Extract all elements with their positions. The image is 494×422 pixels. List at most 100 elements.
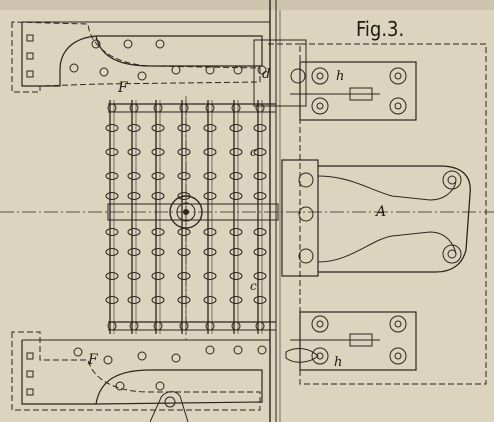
left-square-holes	[26, 34, 34, 396]
label-A: A	[374, 204, 386, 220]
roller-wheel	[229, 248, 243, 256]
shaft-bearing	[255, 103, 265, 113]
roller-wheel	[177, 296, 191, 304]
label-d: d	[262, 67, 270, 82]
roller-wheel	[127, 148, 141, 156]
roller-wheel	[253, 228, 267, 236]
shaft-bearing	[255, 321, 265, 331]
roller-wheel	[105, 296, 119, 304]
roller-wheel	[253, 272, 267, 280]
shaft-bearing	[231, 103, 241, 113]
square-hole	[26, 34, 34, 42]
center-lines	[0, 96, 494, 340]
roller-wheel	[177, 148, 191, 156]
roller-wheel	[177, 124, 191, 132]
roller-wheel	[177, 172, 191, 180]
roller-wheel	[253, 148, 267, 156]
roller-wheel	[177, 272, 191, 280]
roller-wheel	[229, 192, 243, 200]
label-h-top: h	[336, 69, 344, 84]
label-h-bottom: h	[334, 355, 342, 370]
label-F-bottom: F	[87, 352, 99, 368]
roller-wheel	[229, 228, 243, 236]
bracket-hole	[115, 381, 125, 391]
roller-wheel	[203, 228, 217, 236]
bracket-hole	[99, 67, 109, 77]
square-hole	[26, 352, 34, 360]
bracket-hole	[155, 381, 165, 391]
lower-right-bearing	[285, 311, 417, 371]
roller-wheel	[151, 272, 165, 280]
roller-wheel	[253, 296, 267, 304]
roller-wheel	[203, 124, 217, 132]
square-hole	[26, 70, 34, 78]
square-hole	[26, 370, 34, 378]
arm-A	[281, 159, 471, 277]
roller-wheel	[203, 272, 217, 280]
roller-wheel	[151, 192, 165, 200]
roller-wheel	[203, 172, 217, 180]
roller-wheel	[127, 296, 141, 304]
roller-wheel	[127, 172, 141, 180]
roller-wheel	[253, 248, 267, 256]
roller-wheel	[229, 296, 243, 304]
roller-wheel	[151, 296, 165, 304]
bracket-hole	[69, 63, 79, 73]
roller-wheel	[151, 148, 165, 156]
roller-wheel	[105, 248, 119, 256]
right-dashed-outline	[268, 43, 487, 385]
bracket-hole	[91, 39, 101, 49]
roller-wheel	[105, 272, 119, 280]
shaft-bearing	[179, 103, 189, 113]
roller-wheel	[151, 248, 165, 256]
shaft-bearing	[107, 321, 117, 331]
roller-wheel	[253, 124, 267, 132]
roller-wheel	[105, 192, 119, 200]
label-c-lower: c	[250, 279, 257, 293]
roller-wheel	[105, 172, 119, 180]
bracket-hole	[233, 65, 243, 75]
figure-title: Fig.3.	[356, 17, 404, 41]
shaft-bearing	[205, 103, 215, 113]
shaft-bearing	[129, 321, 139, 331]
shaft-bearing	[231, 321, 241, 331]
paper-top-edge	[0, 0, 494, 10]
bracket-hole	[155, 39, 165, 49]
roller-wheel	[151, 172, 165, 180]
bracket-hole	[171, 65, 181, 75]
bottom-fragment	[149, 391, 189, 422]
label-F-top: F	[117, 80, 129, 96]
shaft-bearing	[107, 103, 117, 113]
roller-wheel	[253, 172, 267, 180]
bracket-hole	[103, 355, 113, 365]
shaft-bearing	[129, 103, 139, 113]
upper-right-bearing	[253, 39, 417, 121]
bracket-hole	[171, 353, 181, 363]
bracket-hole	[205, 345, 215, 355]
roller-wheel	[127, 124, 141, 132]
shaft-bearing	[205, 321, 215, 331]
roller-wheel	[105, 148, 119, 156]
bracket-hole	[205, 65, 215, 75]
roller-wheel	[151, 228, 165, 236]
vertical-plate	[269, 0, 281, 422]
roller-wheel	[127, 272, 141, 280]
bottom-left-frame	[11, 331, 270, 411]
roller-wheel	[253, 192, 267, 200]
top-left-frame	[11, 21, 270, 93]
shaft-bearing	[153, 103, 163, 113]
bracket-hole	[73, 347, 83, 357]
bracket-holes	[69, 39, 267, 391]
roller-wheel	[105, 124, 119, 132]
bracket-hole	[257, 65, 267, 75]
roller-wheel	[151, 124, 165, 132]
bracket-hole	[233, 345, 243, 355]
roller-wheel	[229, 272, 243, 280]
bracket-hole	[137, 71, 147, 81]
bracket-hole	[257, 345, 267, 355]
roller-wheel	[229, 124, 243, 132]
shaft-bearing	[153, 321, 163, 331]
